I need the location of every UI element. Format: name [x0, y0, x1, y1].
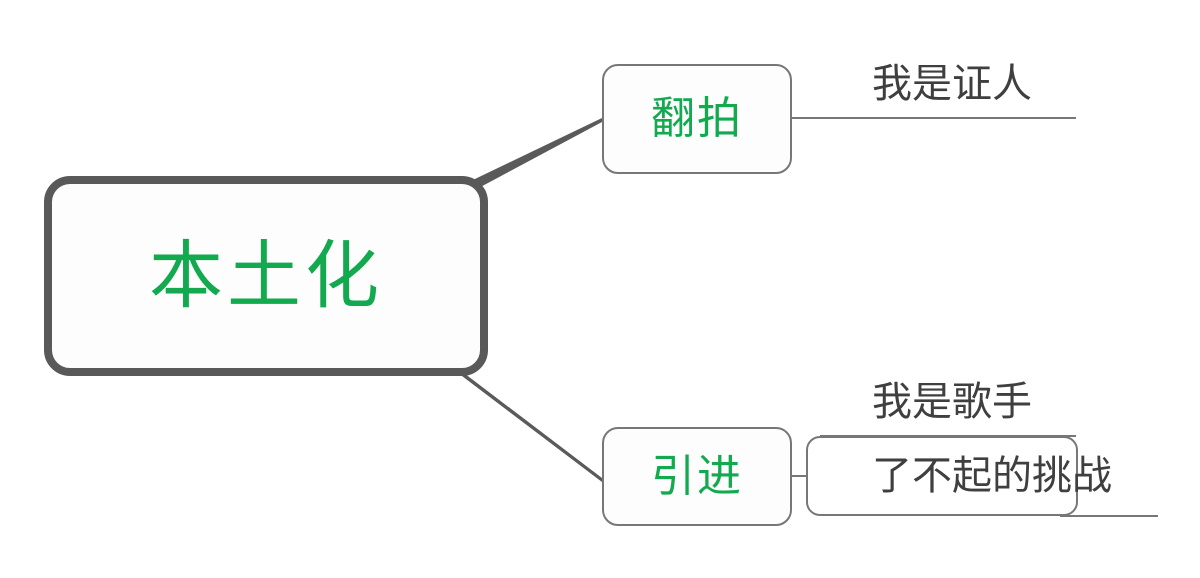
- root-node[interactable]: 本土化: [44, 176, 488, 376]
- leaf-node-singer[interactable]: 我是歌手: [872, 379, 1032, 425]
- root-node-label: 本土化: [149, 233, 383, 319]
- leaf-node-challenge-box[interactable]: [806, 436, 1078, 516]
- edge-root-to-import: [452, 364, 602, 482]
- leaf-node-witness[interactable]: 我是证人: [872, 61, 1032, 107]
- branch-node-import[interactable]: 引进: [602, 427, 792, 526]
- leaf-node-challenge-label[interactable]: 了不起的挑战: [872, 453, 1112, 499]
- branch-node-import-label: 引进: [651, 450, 743, 502]
- branch-node-remake-label: 翻拍: [651, 93, 743, 144]
- branch-node-remake[interactable]: 翻拍: [602, 64, 792, 174]
